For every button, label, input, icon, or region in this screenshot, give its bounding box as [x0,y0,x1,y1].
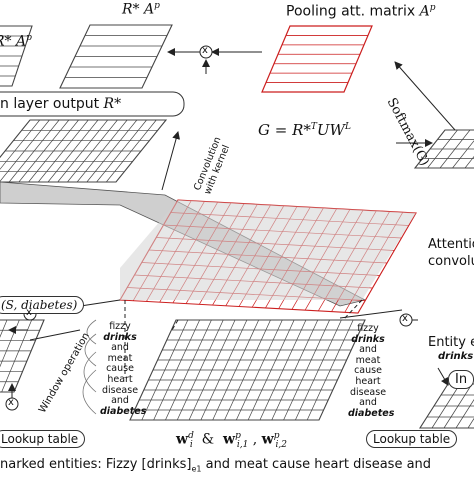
layer-output-label: n layer output R* [0,97,121,111]
s-diabetes-text: (S, diabetes) [1,298,77,312]
matrix-outline [262,26,372,92]
pooling-title: Pooling att. matrix Ap [286,4,436,19]
bottom-sentence: narked entities: Fizzy [drinks]e1 and me… [0,458,431,474]
entity-in-text: In [455,372,467,387]
input-sentence-matrix [130,320,365,420]
top-formula-sup: p [154,1,160,11]
multiply-x: x [8,398,14,408]
g-formula: G = R*TUWL [258,123,351,138]
left-top-formula-text: R* A [0,34,26,50]
multiply-x-text: x [26,307,32,318]
top-formula: R* Ap [122,2,160,17]
entity-drinks: drinks [438,352,473,362]
multiply-x: x [402,314,408,324]
arrow-right-connector [340,310,402,318]
pooling-title-text: Pooling att. matrix [286,4,420,20]
sentence-word: heart [100,375,140,386]
left-top-formula-sup: p [26,33,32,43]
w-p1: w [223,432,235,448]
attention-line1: Attentio [428,236,474,253]
sentence-word: fizzy [348,324,388,335]
lookup-left-text: Lookup table [1,432,78,446]
multiply-x-text: x [8,397,14,408]
lookup-table-right[interactable]: Lookup table [366,430,457,448]
sentence-word: diabetes [348,409,388,420]
entity-in-box: In [448,370,474,389]
attention-label: Attentioconvolut [428,236,474,270]
s-diabetes-box: (S, diabetes) [0,296,84,314]
w-p1-sub: i,1 [237,440,248,450]
g-formula-sup2: L [345,122,351,132]
w-d-sub: i [190,440,193,450]
arrow-convolution [162,132,178,190]
pooling-attention-matrix [262,26,372,92]
sentence-word: fizzy [100,322,140,333]
bottom-sentence-sub: e1 [191,465,201,474]
entity-drinks-text: drinks [438,351,473,362]
multiply-x-text: x [202,45,208,56]
entity-text: Entity e [428,335,474,350]
multiply-x-text: x [402,313,408,324]
w-p2-sub: i,2 [275,440,286,450]
bottom-sentence-rest: and meat cause heart disease and [201,457,431,472]
entity-label: Entity e [428,336,474,349]
left-top-formula: R* Ap [0,34,32,49]
layer-output-matrix [0,120,166,182]
attention-line2: convolut [428,253,474,270]
layer-output-symbol: R* [104,96,122,112]
arrow-bottom-right [438,368,448,385]
w-d: w [176,432,188,448]
pooling-symbol-sup: p [430,3,436,13]
lookup-right-text: Lookup table [373,432,450,446]
g-formula-rest: UW [317,121,345,139]
w-amp: & [202,432,214,448]
sentence-word: heart [348,377,388,388]
sentence-word: diabetes [100,407,140,418]
w-comma: , [253,432,257,448]
layer-output-text: n layer output [0,96,104,112]
multiply-x: x [202,46,208,56]
w-p2: w [262,432,274,448]
g-formula-text: G = R* [258,121,311,139]
pooling-symbol: A [420,4,430,20]
rstar-ap-matrix [60,25,172,88]
matrix-outline [0,320,44,392]
bottom-sentence-text: narked entities: Fizzy [drinks] [0,457,191,472]
w-formula: wdi & wpi,1 , wpi,2 [176,432,287,450]
left-entity-matrix [0,320,44,392]
multiply-x: x [26,308,32,318]
right-entity-matrix [420,384,474,428]
top-formula-text: R* A [122,2,154,18]
lookup-table-left[interactable]: Lookup table [0,430,85,448]
